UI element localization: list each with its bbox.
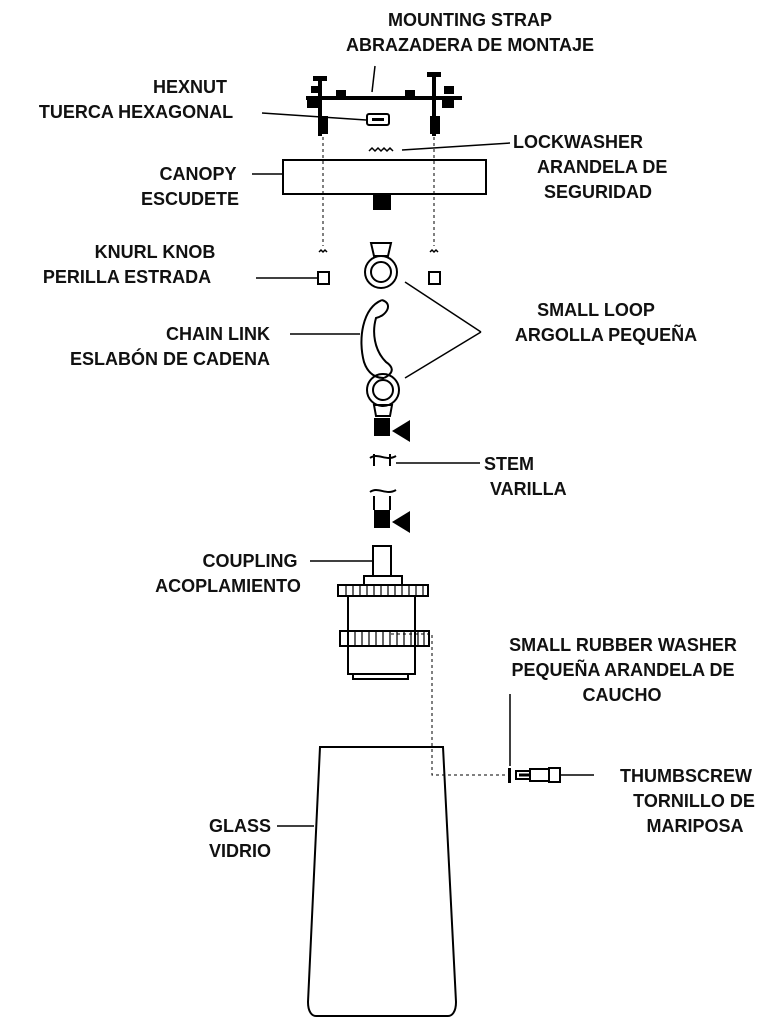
svg-text:SMALL RUBBER WASHER: SMALL RUBBER WASHER — [509, 635, 737, 655]
hexnut-label: HEXNUT TUERCA HEXAGONAL — [39, 77, 233, 122]
small-loop-top-part — [364, 242, 398, 289]
svg-text:VARILLA: VARILLA — [490, 479, 567, 499]
svg-text:TORNILLO DE: TORNILLO DE — [633, 791, 755, 811]
svg-text:CAUCHO: CAUCHO — [583, 685, 662, 705]
small-rubber-washer-label: SMALL RUBBER WASHER PEQUEÑA ARANDELA DE … — [509, 635, 737, 705]
glass-part — [306, 746, 458, 1017]
knurl-knob-label: KNURL KNOB PERILLA ESTRADA — [43, 242, 216, 287]
svg-text:CHAIN LINK: CHAIN LINK — [166, 324, 270, 344]
stem-label: STEM VARILLA — [484, 454, 567, 499]
svg-text:MOUNTING STRAP: MOUNTING STRAP — [388, 10, 552, 30]
small-loop-bottom-part — [366, 373, 400, 417]
svg-text:HEXNUT: HEXNUT — [153, 77, 227, 97]
chain-link-part — [360, 299, 393, 379]
svg-text:ESLABÓN DE CADENA: ESLABÓN DE CADENA — [70, 348, 270, 369]
svg-text:PERILLA ESTRADA: PERILLA ESTRADA — [43, 267, 211, 287]
canopy-label: CANOPY ESCUDETE — [141, 164, 239, 209]
svg-text:ARGOLLA PEQUEÑA: ARGOLLA PEQUEÑA — [515, 324, 697, 345]
svg-text:PEQUEÑA ARANDELA DE: PEQUEÑA ARANDELA DE — [511, 659, 734, 680]
svg-text:MARIPOSA: MARIPOSA — [646, 816, 743, 836]
svg-text:KNURL KNOB: KNURL KNOB — [95, 242, 216, 262]
knurl-knob-part — [317, 248, 441, 285]
canopy-part — [282, 159, 487, 210]
svg-text:COUPLING: COUPLING — [202, 551, 297, 571]
svg-text:SMALL LOOP: SMALL LOOP — [537, 300, 655, 320]
svg-text:ESCUDETE: ESCUDETE — [141, 189, 239, 209]
mounting-strap-label: MOUNTING STRAP ABRAZADERA DE MONTAJE — [346, 10, 594, 55]
svg-text:THUMBSCREW: THUMBSCREW — [620, 766, 752, 786]
mounting-strap-part — [306, 72, 462, 136]
leader-lines — [252, 65, 594, 827]
svg-text:LOCKWASHER: LOCKWASHER — [513, 132, 643, 152]
svg-text:ACOPLAMIENTO: ACOPLAMIENTO — [155, 576, 301, 596]
svg-text:ARANDELA DE: ARANDELA DE — [537, 157, 667, 177]
svg-text:CANOPY: CANOPY — [159, 164, 236, 184]
lockwasher-label: LOCKWASHER ARANDELA DE SEGURIDAD — [513, 132, 667, 202]
coupling-part — [372, 545, 392, 577]
thumbscrew-part — [508, 767, 561, 783]
hexnut-part — [366, 113, 390, 126]
guide-lines — [322, 137, 506, 776]
small-loop-label: SMALL LOOP ARGOLLA PEQUEÑA — [515, 300, 697, 345]
chain-link-label: CHAIN LINK ESLABÓN DE CADENA — [70, 324, 270, 369]
svg-text:STEM: STEM — [484, 454, 534, 474]
stem-lower-part — [369, 489, 410, 533]
glass-label: GLASS VIDRIO — [209, 816, 271, 861]
svg-text:ABRAZADERA DE MONTAJE: ABRAZADERA DE MONTAJE — [346, 35, 594, 55]
svg-text:GLASS: GLASS — [209, 816, 271, 836]
thumbscrew-label: THUMBSCREW TORNILLO DE MARIPOSA — [620, 766, 755, 836]
coupling-label: COUPLING ACOPLAMIENTO — [155, 551, 301, 596]
svg-text:VIDRIO: VIDRIO — [209, 841, 271, 861]
lockwasher-part — [368, 146, 394, 153]
svg-text:SEGURIDAD: SEGURIDAD — [544, 182, 652, 202]
socket-part — [337, 575, 430, 680]
svg-text:TUERCA HEXAGONAL: TUERCA HEXAGONAL — [39, 102, 233, 122]
socket-knurling — [345, 585, 425, 646]
stem-upper-part — [369, 418, 410, 466]
